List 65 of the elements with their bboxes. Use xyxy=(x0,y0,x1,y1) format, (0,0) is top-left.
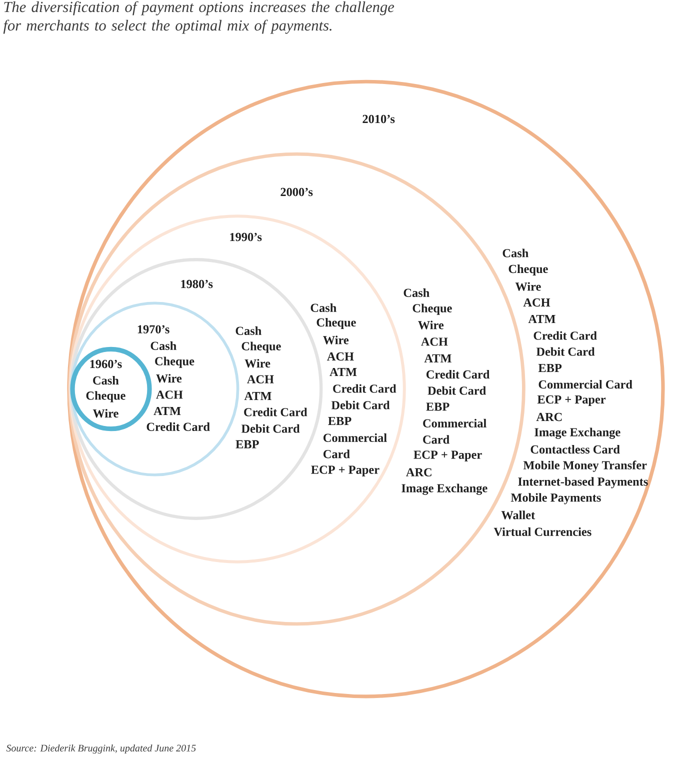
payment-option: Commercial Card xyxy=(324,433,387,458)
payment-option: Credit Card xyxy=(426,370,490,379)
payment-option: ATM xyxy=(528,314,556,324)
payment-option: Internet-based Payments xyxy=(518,477,648,488)
payment-option: Cash xyxy=(150,341,176,350)
payment-option: Cheque xyxy=(155,356,194,368)
payment-option: ARC xyxy=(536,412,562,422)
decade-heading: 1960’s xyxy=(90,360,122,368)
payment-option: Cheque xyxy=(86,391,126,402)
source-note: Source: Diederik Bruggink, updated June 2015 xyxy=(6,744,196,754)
payment-option: Wire xyxy=(418,320,444,330)
payment-option: Contactless Card xyxy=(530,445,620,454)
payment-option: Credit Card xyxy=(534,331,597,340)
payment-option: ACH xyxy=(421,338,448,346)
payment-option: Mobile Money Transfer xyxy=(523,460,647,472)
payment-option: Wallet xyxy=(501,510,536,520)
payment-option: ACH xyxy=(156,390,183,399)
payment-option: ARC xyxy=(406,468,432,476)
payment-option: Debit Card xyxy=(536,347,595,356)
payment-option: ATM xyxy=(330,368,357,376)
decade-heading: 1990’s xyxy=(230,232,262,242)
payment-option: ATM xyxy=(244,392,272,400)
payment-option: Image Exchange xyxy=(534,428,620,439)
payment-option: Cheque xyxy=(242,342,281,353)
payment-option: ACH xyxy=(327,352,354,361)
payment-option: ACH xyxy=(523,298,550,307)
payment-option: Commercial Card xyxy=(538,380,632,389)
payment-option: ATM xyxy=(154,406,181,416)
payment-option: Cash xyxy=(93,376,119,385)
payment-option: Wire xyxy=(156,374,182,383)
payment-option: Virtual Currencies xyxy=(494,527,592,536)
payment-option: Debit Card xyxy=(241,424,300,433)
payment-option: Cheque xyxy=(412,304,452,315)
decade-heading: 1980’s xyxy=(181,280,213,288)
payment-option: Image Exchange xyxy=(402,484,488,495)
payment-option: Cheque xyxy=(508,264,548,276)
decade-heading: 2010’s xyxy=(362,114,395,124)
payment-option: Cash xyxy=(502,248,528,258)
payment-option: Mobile Payments xyxy=(510,493,601,504)
payment-option: Wire xyxy=(323,336,349,344)
decade-heading: 1970’s xyxy=(138,325,170,334)
payment-option: ECP + Paper xyxy=(537,395,606,406)
payment-option: ACH xyxy=(247,375,274,384)
payment-option: Debit Card xyxy=(331,400,390,410)
payment-option: Credit Card xyxy=(244,408,308,416)
payment-option: Debit Card xyxy=(428,386,486,395)
payment-option: Cheque xyxy=(316,318,356,330)
payment-option: Credit Card xyxy=(146,422,210,431)
payment-option: Cash xyxy=(404,288,430,297)
payment-option: ATM xyxy=(424,354,452,362)
payment-option: Cash xyxy=(236,326,262,335)
payment-option: EBP xyxy=(236,440,259,448)
payment-option: ECP + Paper xyxy=(414,450,482,462)
payment-option: EBP xyxy=(328,417,352,425)
payment-option: Cash xyxy=(310,303,336,312)
payment-option: Credit Card xyxy=(333,384,396,393)
payment-option: ECP + Paper xyxy=(311,466,380,476)
payment-option: Commercial Card xyxy=(423,418,486,444)
payment-option: Wire xyxy=(244,358,270,368)
payment-option: Wire xyxy=(92,408,118,418)
title: The diversification of payment options increases the challenge for merchants to select the optimal mix of payments. xyxy=(3,1,394,34)
decade-heading: 2000’s xyxy=(280,188,313,196)
payment-option: Wire xyxy=(515,282,541,291)
payment-option: EBP xyxy=(426,402,450,411)
payment-option: EBP xyxy=(538,364,562,372)
